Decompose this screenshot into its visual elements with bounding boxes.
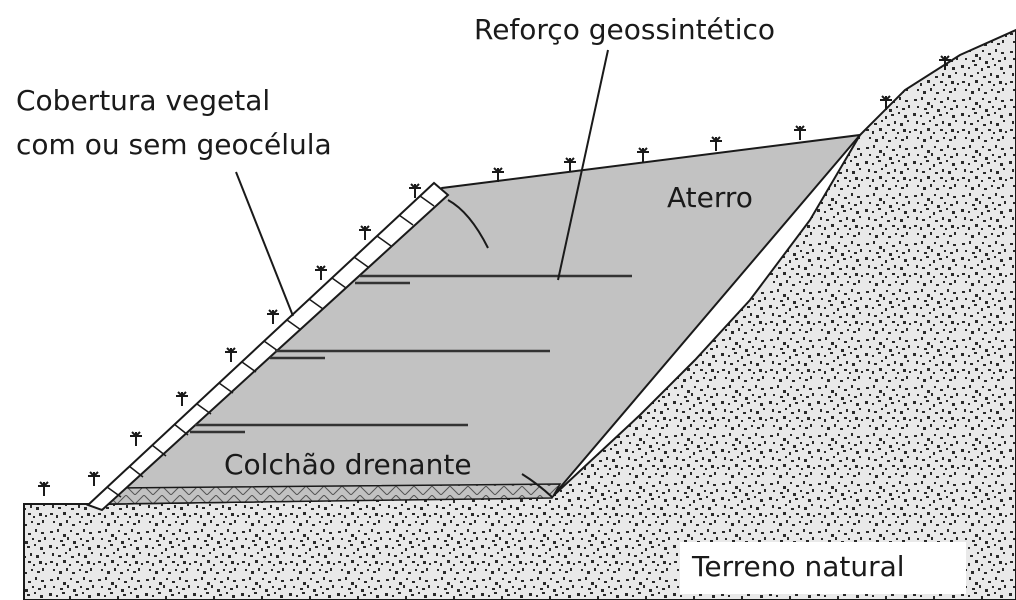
natural-terrain-label-box: [680, 542, 966, 594]
label-natural-ground: Terreno natural: [691, 550, 905, 583]
label-drainage: Colchão drenante: [224, 448, 472, 481]
leader-vegetation: [235, 171, 294, 317]
natural-terrain: [23, 28, 1016, 600]
vegetation-symbols: [38, 55, 951, 496]
geocell-facing: [86, 181, 450, 512]
leader-lines: [235, 49, 609, 498]
leader-reinforcement: [557, 49, 609, 281]
slip-surface-curve: [447, 199, 489, 249]
label-fill: Aterro: [667, 181, 753, 214]
label-reinforcement: Reforço geossintético: [474, 13, 775, 46]
label-vegetation-line2: com ou sem geocélula: [16, 128, 332, 161]
leader-drainage: [521, 473, 553, 498]
label-vegetation-line1: Cobertura vegetal: [16, 84, 270, 117]
geosynthetic-reinforcement: [190, 274, 632, 434]
